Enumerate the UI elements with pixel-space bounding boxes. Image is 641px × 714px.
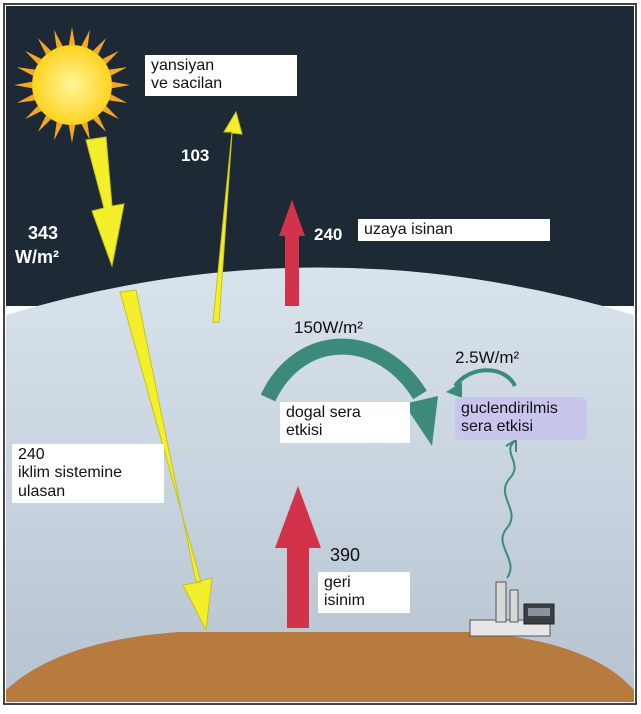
sun-ray — [68, 124, 76, 143]
frame — [3, 3, 637, 705]
reflected-arrow — [212, 110, 243, 323]
sun-ray — [108, 67, 128, 76]
enhanced-greenhouse-arrow — [446, 368, 517, 398]
outgoing-ir-arrow — [279, 200, 305, 306]
sun-ray — [81, 121, 90, 141]
incoming-solar-arrow — [85, 136, 125, 268]
sun-ray — [37, 115, 52, 132]
enhanced-effect-line-1: guclendirilmis — [461, 400, 558, 417]
atmosphere — [6, 267, 634, 700]
absorbed-value: 240 — [18, 446, 45, 463]
enhanced-effect-label: guclendirilmis sera etkisi — [455, 397, 587, 440]
absorbed-solar-arrow — [119, 289, 213, 632]
sun-icon — [14, 27, 130, 143]
incoming-unit: W/m² — [15, 247, 59, 267]
back-label-line-2: isinim — [324, 592, 365, 610]
sun-ray — [92, 115, 107, 132]
sun-ray — [25, 105, 42, 120]
outgoing-value: 240 — [314, 225, 343, 244]
sun-ray — [81, 29, 90, 49]
sun-ray — [54, 29, 63, 49]
sun-ray — [16, 67, 36, 76]
natural-effect-label: dogal sera etkisi — [280, 402, 410, 443]
reflected-value: 103 — [181, 146, 210, 165]
absorbed-label-line-2: ulasan — [18, 482, 66, 500]
absorbed-label-line-1: iklim sistemine — [18, 464, 123, 482]
sun-ray — [16, 94, 36, 103]
sun-ray — [25, 50, 42, 65]
sun-ray — [102, 50, 119, 65]
back-label: geri isinim — [318, 572, 410, 613]
sun-ray — [108, 94, 128, 103]
sun-ray — [111, 81, 130, 89]
reflected-label-line-1: yansiyan — [151, 57, 215, 74]
sun-ray — [14, 81, 33, 89]
sun-ray — [54, 121, 63, 141]
factory-icon — [469, 581, 555, 637]
enhanced-effect-line-2: sera etkisi — [461, 418, 534, 436]
sun-ray — [68, 27, 76, 46]
back-value: 390 — [330, 545, 361, 565]
back-label-line-1: geri — [324, 574, 351, 591]
sun-ray — [102, 105, 119, 120]
enhanced-flux-value: 2.5W/m² — [455, 348, 520, 367]
reflected-label: yansiyan ve sacilan — [145, 55, 297, 96]
natural-flux-value: 150W/m² — [294, 318, 363, 337]
ground — [6, 632, 634, 702]
sun-ray — [37, 38, 52, 55]
natural-effect-line-2: etkisi — [286, 422, 323, 440]
outgoing-label: uzaya isinan — [358, 219, 550, 242]
back-radiation-arrow — [275, 486, 321, 628]
sun-ray — [92, 38, 107, 55]
absorbed-label: 240 iklim sistemine ulasan — [12, 444, 164, 504]
incoming-value: 343 — [28, 223, 59, 243]
natural-effect-line-1: dogal sera — [286, 404, 361, 421]
natural-greenhouse-arrow — [260, 338, 438, 446]
reflected-label-line-2: ve sacilan — [151, 75, 223, 93]
emission-wave — [501, 437, 517, 579]
